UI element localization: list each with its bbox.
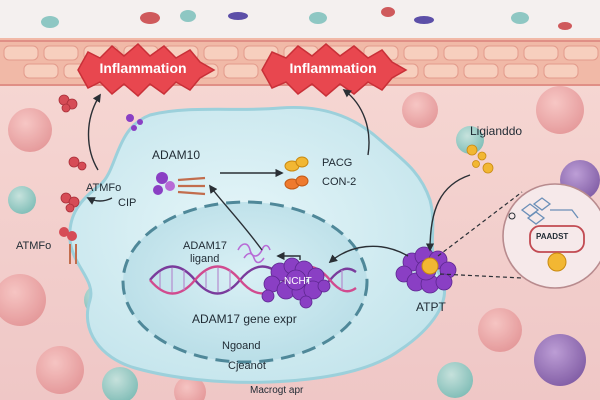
adam10-label: ADAM10 bbox=[152, 148, 201, 162]
inset-label: PAADST bbox=[536, 232, 569, 241]
macrogt-label: Macrogt apr bbox=[250, 385, 304, 396]
con2-label: CON-2 bbox=[322, 176, 357, 188]
ngoand-label: Ngoand bbox=[222, 340, 261, 352]
cip-label: CIP bbox=[118, 197, 137, 209]
atmfo-upper-label: ATMFo bbox=[86, 182, 122, 194]
pacg-label: PACG bbox=[322, 157, 353, 169]
adam17-ligand-line1: ADAM17 bbox=[183, 240, 228, 252]
atpt-label: ATPT bbox=[416, 300, 446, 314]
inflammation-label-left: Inflammation bbox=[99, 60, 187, 76]
cjeanot-label: Cjeanot bbox=[228, 360, 266, 372]
atmfo-molecule-upper bbox=[58, 94, 87, 213]
adam10-protein-icon bbox=[153, 172, 206, 196]
adam17-gene-expr-label: ADAM17 gene expr bbox=[192, 312, 297, 326]
pathway-arrows bbox=[86, 88, 471, 264]
adam17-ligand-line2: ligand bbox=[190, 253, 220, 265]
vessel-lumen bbox=[0, 0, 600, 38]
atmfo-molecule-lower bbox=[59, 227, 77, 264]
nucleus-icon bbox=[121, 200, 369, 364]
atmfo-lower-label: ATMFo bbox=[16, 240, 52, 252]
con2-molecule-icon bbox=[284, 175, 309, 190]
zoom-inset-icon bbox=[437, 183, 600, 289]
ligand-molecule-icon bbox=[421, 257, 439, 275]
protein-cluster-icon bbox=[261, 257, 331, 309]
inflammation-badge-icon bbox=[77, 42, 408, 98]
ligand-squiggle-icon bbox=[237, 243, 271, 264]
ligando-label: Ligianddo bbox=[470, 124, 523, 138]
purple-dots-icon bbox=[126, 114, 143, 131]
ligand-molecule-cluster bbox=[466, 144, 494, 174]
inflammation-label-right: Inflammation bbox=[289, 60, 377, 76]
pacg-molecule-icon bbox=[284, 156, 309, 172]
ncht-label: NCHT bbox=[284, 276, 312, 287]
